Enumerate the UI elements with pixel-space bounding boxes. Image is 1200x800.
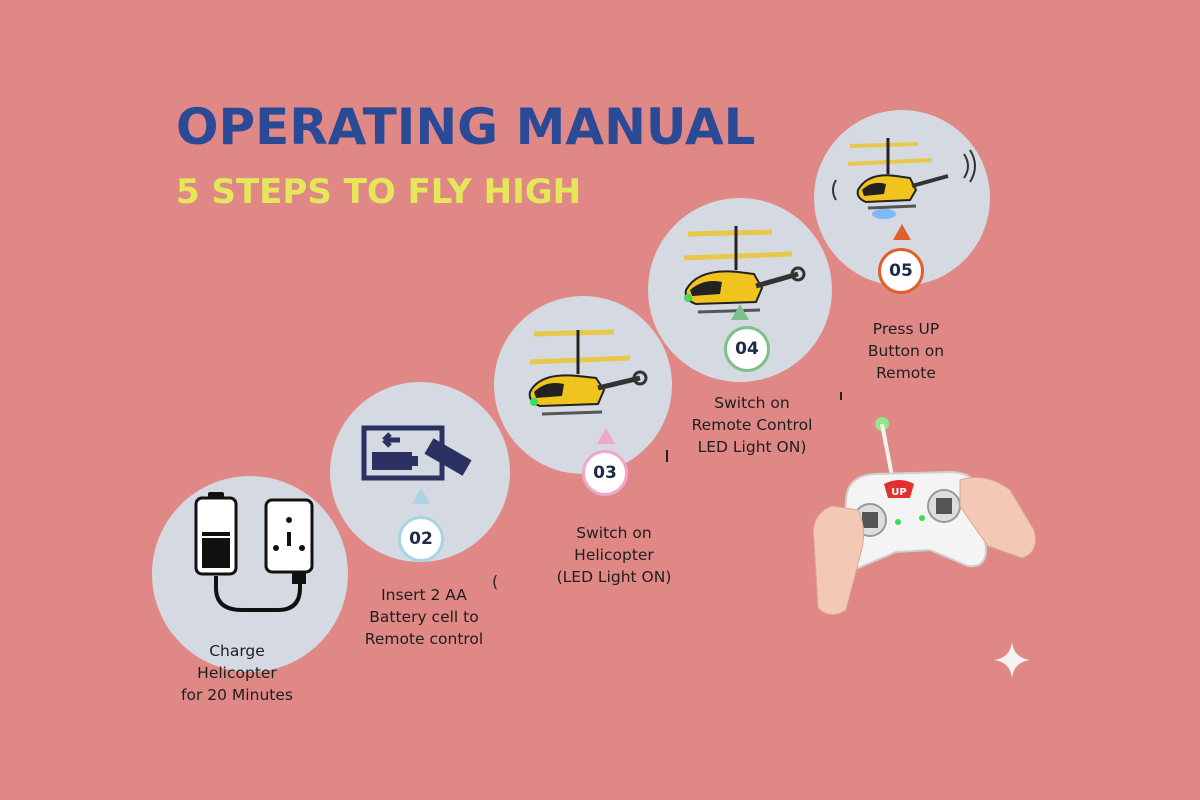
tick-mark	[666, 450, 668, 462]
step-5-caption: Press UP Button on Remote	[867, 320, 945, 382]
step-2-badge: 02	[398, 516, 444, 562]
remote-control-image: UP	[812, 417, 1036, 615]
tick-mark	[840, 392, 842, 400]
page-subtitle: 5 STEPS TO FLY HIGH	[176, 172, 582, 212]
sparkle-icon	[994, 642, 1030, 678]
step-3-circle	[494, 296, 672, 474]
battery-insert-icon	[361, 425, 472, 481]
helicopter-flying-icon	[832, 138, 976, 219]
step-5-drop	[893, 224, 911, 240]
step-3-badge: 03	[582, 450, 628, 496]
remote-up-label: UP	[891, 487, 906, 498]
helicopter-icon	[528, 329, 648, 416]
step-1-caption: Charge Helicopter for 20 Minutes	[181, 642, 293, 704]
bracket-mark: (	[492, 572, 499, 591]
step-4-drop	[731, 304, 749, 320]
step-4-caption: Switch on Remote Control LED Light ON)	[691, 394, 813, 456]
step-5-badge: 05	[878, 248, 924, 294]
page-title: OPERATING MANUAL	[176, 98, 756, 156]
step-2-caption: Insert 2 AA Battery cell to Remote contr…	[364, 586, 484, 648]
battery-charger-icon	[194, 492, 314, 612]
step-4-badge: 04	[724, 326, 770, 372]
step-2-drop	[412, 488, 430, 504]
step-3-caption: Switch on Helicopter (LED Light ON)	[556, 524, 672, 586]
step-3-drop	[597, 428, 615, 444]
step-1-circle	[152, 476, 348, 672]
helicopter-icon	[683, 226, 806, 314]
